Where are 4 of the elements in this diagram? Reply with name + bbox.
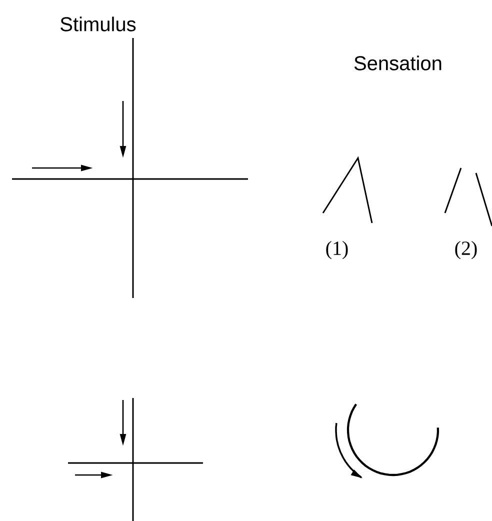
heading: Stimulus: [60, 16, 136, 32]
heading: Sensation: [354, 56, 442, 70]
figure-label: (2): [455, 240, 477, 260]
figure-label: (1): [326, 240, 348, 260]
